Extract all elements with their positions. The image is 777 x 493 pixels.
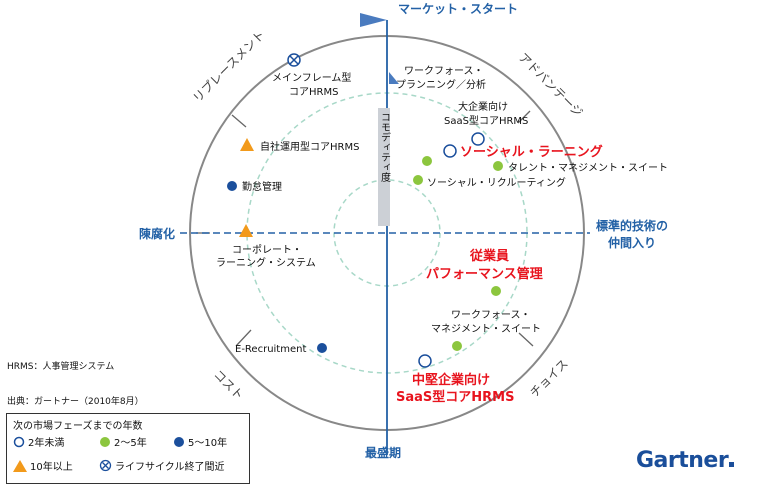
social-learning-label: ソーシャル・ラーニング [460,144,603,160]
item-attendance: 勤怠管理 [227,180,282,193]
workforce-suite-label-1: ワークフォース・ [451,309,531,321]
item-large-saas: 大企業向け SaaS型コアHRMS [444,100,528,146]
navy-dot-icon [317,343,327,353]
large-saas-label-1: 大企業向け [458,100,508,113]
commodity-label: コモディティ度 [379,112,391,183]
workforce-planning-label-1: ワークフォース・ [404,65,484,77]
social-recruiting-label: ソーシャル・リクルーティング [427,176,566,189]
item-erecruitment: E-Recruitment [235,343,327,355]
item-inhouse-hrms: 自社運用型コアHRMS [240,138,359,153]
inhouse-label: 自社運用型コアHRMS [260,140,359,153]
open-circle-icon [13,436,25,447]
erecruitment-label: E-Recruitment [235,344,306,355]
workforce-suite-label-2: マネジメント・スイート [431,323,541,335]
commodity-bar [378,108,390,226]
inner-arrow-icon [389,72,399,84]
item-mid-saas: 中堅企業向け SaaS型コアHRMS [396,354,514,405]
hrms-note: HRMS：人事管理システム [7,362,115,372]
gartner-logo: Gartner [636,448,735,473]
legend-2to5: 2～5年 [99,434,147,449]
navy-dot-icon [227,181,237,191]
outer-ticks [196,110,534,347]
legend-2to5-label: 2～5年 [114,438,147,449]
quadrant-advantage: アドバンテージ [516,50,586,120]
legend-title-text: 次の市場フェーズまでの年数 [13,421,143,432]
green-dot-icon [413,175,423,185]
item-mainframe: メインフレーム型 コアHRMS [272,53,351,98]
eol-marker-icon [99,459,112,472]
legend-lt2: 2年未満 [13,434,64,449]
item-workforce-suite: ワークフォース・ マネジメント・スイート [431,309,541,351]
item-corp-learning: コーポレート・ ラーニング・システム [216,224,316,269]
item-workforce-planning: ワークフォース・ プランニング／分析 [396,65,486,166]
mainframe-label-2: コアHRMS [289,87,338,98]
logo-dot-icon [729,462,735,467]
open-circle-icon [443,144,457,158]
legend-title: 次の市場フェーズまでの年数 [13,417,143,432]
axis-left-label: 陳腐化 [139,226,175,241]
legend-5to10: 5～10年 [173,434,227,449]
triangle-marker-icon [240,138,254,151]
item-social-learning: ソーシャル・ラーニング [443,144,603,160]
talent-suite-label: タレント・マネジメント・スイート [508,162,668,174]
green-dot-icon [491,286,501,296]
green-dot-icon [452,341,462,351]
axis-right-label-1: 標準的技術の [596,218,668,233]
item-talent-suite: タレント・マネジメント・スイート [493,161,668,174]
top-arrow-icon [360,13,387,27]
legend-box: 次の市場フェーズまでの年数 2年未満 2～5年 5～10年 10年以上 ライフサ… [6,413,250,484]
legend-gt10-label: 10年以上 [30,462,73,473]
legend-eol: ライフサイクル終了間近 [99,458,225,473]
mid-saas-label-2: SaaS型コアHRMS [396,389,514,405]
mainframe-label-1: メインフレーム型 [272,71,351,84]
large-saas-label-2: SaaS型コアHRMS [444,114,528,127]
green-dot-icon [422,156,432,166]
legend-lt2-label: 2年未満 [28,438,65,449]
source-note: 出典：ガートナー（2010年8月） [7,397,144,407]
axis-right-label-2: 仲間入り [608,235,656,250]
open-circle-icon [471,132,485,146]
corp-learning-label-2: ラーニング・システム [216,256,316,269]
quadrant-cost: コスト [211,367,246,402]
green-dot-icon [493,161,503,171]
axis-top-label: マーケット・スタート [398,2,518,16]
item-social-recruiting: ソーシャル・リクルーティング [413,175,566,189]
attendance-label: 勤怠管理 [242,180,282,193]
corp-learning-label-1: コーポレート・ [232,244,302,256]
triangle-marker-icon [13,459,27,472]
employee-perf-label-2: パフォーマンス管理 [426,266,543,282]
legend-eol-label: ライフサイクル終了間近 [115,462,225,473]
mid-saas-label-1: 中堅企業向け [412,372,490,388]
quadrant-replacement: リプレースメント [190,28,267,105]
open-circle-icon [418,354,432,368]
axis-bottom-label: 最盛期 [365,445,401,460]
triangle-marker-icon [239,224,253,237]
employee-perf-label-1: 従業員 [469,248,509,264]
navy-dot-icon [174,436,184,447]
item-employee-performance: 従業員 パフォーマンス管理 [426,248,543,296]
legend-5to10-label: 5～10年 [188,438,228,449]
workforce-planning-label-2: プランニング／分析 [396,78,486,91]
gartner-logo-text: Gartner [636,448,729,473]
green-dot-icon [100,436,110,447]
legend-gt10: 10年以上 [13,458,73,473]
